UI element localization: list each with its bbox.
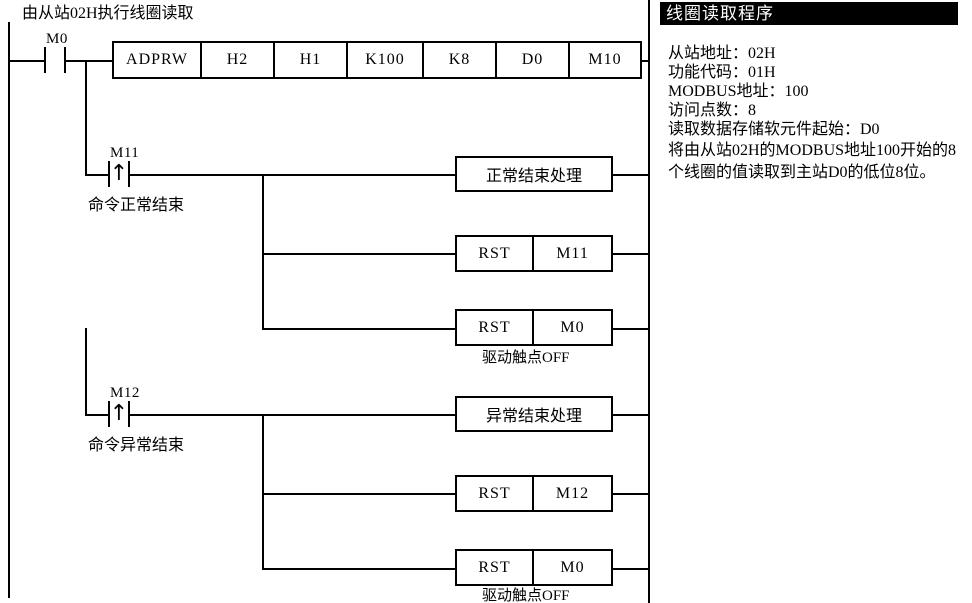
panel-spec-storage-device: 读取数据存储软元件起始：D0 (668, 121, 880, 138)
contact-m12[interactable]: ↑ (108, 401, 130, 427)
contact-bar-right (128, 161, 130, 187)
info-panel: 线圈读取程序 从站地址：02H 功能代码：01H MODBUS地址：100 访问… (660, 0, 972, 603)
rung3-out3-wire-left (262, 568, 456, 570)
rung1-wire-mid (66, 60, 113, 62)
rung3-out1-wire-right (611, 414, 650, 416)
output-block-rst-m0[interactable]: RST M0 (455, 309, 613, 346)
panel-description: 将由从站02H的MODBUS地址100开始的8个线圈的值读取到主站D0的低位8位… (668, 142, 957, 181)
panel-title-bar: 线圈读取程序 (660, 2, 958, 25)
output-note-drive-contact-off-1: 驱动触点OFF (482, 350, 570, 366)
rung2-wire-to-output (130, 174, 456, 176)
contact-bar-left (44, 47, 46, 73)
contact-bar-right (64, 47, 66, 73)
rst-op: RST (457, 237, 535, 270)
contact-bar-left (108, 401, 110, 427)
rst-op: RST (457, 551, 535, 584)
output-block-rst-m11[interactable]: RST M11 (455, 235, 613, 272)
rst-op: RST (457, 477, 535, 510)
panel-spec-function-code: 功能代码：01H (668, 64, 776, 81)
rung2-out2-wire-right (611, 253, 650, 255)
instruction-operand-1: H1 (275, 43, 348, 77)
instruction-operand-2: K100 (348, 43, 424, 77)
contact-m11[interactable]: ↑ (108, 161, 130, 187)
rung3-out2-wire-left (262, 493, 456, 495)
instruction-name: ADPRW (114, 43, 202, 77)
instruction-box-adprw[interactable]: ADPRW H2 H1 K100 K8 D0 M10 (112, 41, 642, 79)
rung3-wire-to-output (130, 414, 456, 416)
contact-label-m11: M11 (110, 145, 140, 161)
output-block-abnormal-end[interactable]: 异常结束处理 (455, 396, 613, 432)
rst-device: M11 (556, 244, 589, 262)
contact-bar-right (128, 401, 130, 427)
rung1-wire-right (640, 60, 650, 62)
rung3-out3-wire-right (611, 568, 650, 570)
rung1-wire-left (8, 60, 44, 62)
output-note-drive-contact-off-2: 驱动触点OFF (482, 588, 570, 603)
rung2-out2-wire-left (262, 253, 456, 255)
instruction-operand-4: D0 (497, 43, 570, 77)
rung2-out3-wire-right (611, 328, 650, 330)
contact-label-m12: M12 (110, 385, 140, 401)
rung2-branch-down (85, 98, 87, 176)
panel-spec-modbus-address: MODBUS地址：100 (668, 83, 809, 100)
rst-device: M0 (560, 558, 585, 576)
rung3-wire-left (85, 414, 110, 416)
contact-glyph-rising-edge: ↑ (109, 401, 129, 426)
panel-spec-slave-address: 从站地址：02H (668, 45, 776, 62)
rung2-wire-left (85, 174, 110, 176)
instruction-operand-5: M10 (588, 51, 622, 68)
panel-spec-access-points: 访问点数：8 (668, 102, 757, 119)
contact-note-m12: 命令异常结束 (88, 437, 185, 454)
output-block-label: 正常结束处理 (485, 168, 582, 185)
instruction-operand-3: K8 (424, 43, 497, 77)
contact-note-m11: 命令正常结束 (88, 197, 185, 214)
rung2-out1-wire-right (611, 174, 650, 176)
output-block-rst-m12[interactable]: RST M12 (455, 475, 613, 512)
output-block-rst-m0-2[interactable]: RST M0 (455, 549, 613, 586)
contact-bar-left (108, 161, 110, 187)
instruction-operand-0: H2 (202, 43, 275, 77)
rung2-out3-wire-left (262, 328, 456, 330)
rung3-out2-wire-right (611, 493, 650, 495)
rst-device: M0 (560, 318, 585, 336)
rung2-branch-bus (262, 174, 264, 330)
contact-label-m0: M0 (46, 31, 68, 47)
rung-title-comment: 由从站02H执行线圈读取 (22, 5, 194, 22)
contact-m0[interactable] (44, 47, 66, 73)
rst-device: M12 (555, 484, 590, 502)
left-power-rail (8, 22, 10, 598)
rst-op: RST (457, 311, 535, 344)
rung1-branch-stub (85, 60, 87, 98)
contact-glyph-rising-edge: ↑ (109, 161, 129, 186)
output-block-normal-end[interactable]: 正常结束处理 (455, 156, 613, 192)
right-power-rail (648, 0, 650, 603)
rung3-branch-bus (262, 414, 264, 570)
output-block-label: 异常结束处理 (485, 408, 582, 425)
rung3-branch-down (85, 328, 87, 416)
